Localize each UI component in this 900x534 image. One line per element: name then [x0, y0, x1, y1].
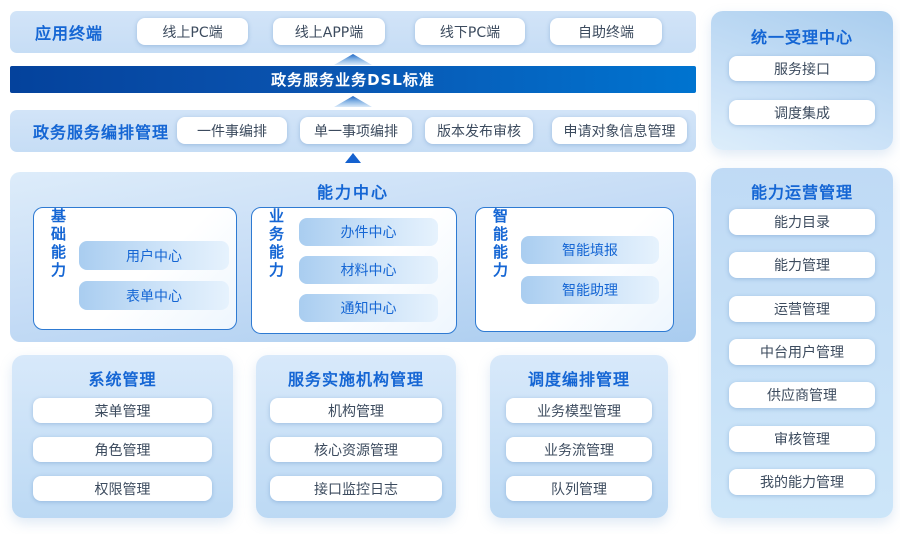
- service-org-title: 服务实施机构管理: [287, 370, 424, 389]
- node-business-flow-management: 业务流管理: [506, 437, 652, 462]
- node-interface-monitor-log: 接口监控日志: [270, 476, 442, 501]
- node-online-app: 线上APP端: [273, 18, 385, 45]
- dispatch-title: 调度编排管理: [527, 370, 630, 389]
- group-intelligent-capability-label: 智能能力: [491, 208, 509, 280]
- node-smart-filling: 智能填报: [521, 236, 659, 264]
- group-basic-capability-label: 基础能力: [49, 208, 67, 280]
- capability-operation-panel: 能力运营管理 能力目录 能力管理 运营管理 中台用户管理 供应商管理 审核管理 …: [711, 168, 893, 518]
- up-chevron-icon: [334, 96, 372, 107]
- node-dispatch-integration: 调度集成: [729, 100, 875, 125]
- node-org-management: 机构管理: [270, 398, 442, 423]
- node-smart-assistant: 智能助理: [521, 276, 659, 304]
- up-arrow-icon: [345, 153, 361, 163]
- terminal-bar: 应用终端 线上PC端 线上APP端 线下PC端 自助终端: [10, 11, 696, 53]
- system-management-panel: 系统管理 菜单管理 角色管理 权限管理: [12, 355, 233, 518]
- node-menu-management: 菜单管理: [33, 398, 212, 423]
- group-business-capability: 业务能力 办件中心 材料中心 通知中心: [251, 207, 457, 334]
- node-online-pc: 线上PC端: [137, 18, 248, 45]
- node-user-center: 用户中心: [79, 241, 229, 270]
- orchestration-bar-title: 政务服务编排管理: [33, 123, 170, 142]
- node-my-capability-management: 我的能力管理: [729, 469, 875, 495]
- service-org-panel: 服务实施机构管理 机构管理 核心资源管理 接口监控日志: [256, 355, 456, 518]
- node-operation-management: 运营管理: [729, 296, 875, 322]
- capability-center-title: 能力中心: [316, 183, 389, 202]
- up-chevron-icon: [334, 54, 372, 65]
- node-supplier-management: 供应商管理: [729, 382, 875, 408]
- node-capability-catalog: 能力目录: [729, 209, 875, 235]
- unified-acceptance-title: 统一受理中心: [750, 28, 853, 47]
- terminal-bar-title: 应用终端: [35, 24, 104, 43]
- node-role-management: 角色管理: [33, 437, 212, 462]
- node-notification-center: 通知中心: [299, 294, 438, 322]
- node-core-resource-management: 核心资源管理: [270, 437, 442, 462]
- node-version-release-review: 版本发布审核: [425, 117, 533, 144]
- capability-center-panel: 能力中心 基础能力 用户中心 表单中心 业务能力 办件中心 材料中心 通知中心 …: [10, 172, 696, 342]
- node-offline-pc: 线下PC端: [415, 18, 525, 45]
- node-queue-management: 队列管理: [506, 476, 652, 501]
- node-case-center: 办件中心: [299, 218, 438, 246]
- dsl-standard-banner: 政务服务业务DSL标准: [10, 66, 696, 93]
- node-permission-management: 权限管理: [33, 476, 212, 501]
- system-management-title: 系统管理: [88, 370, 157, 389]
- node-review-management: 审核管理: [729, 426, 875, 452]
- unified-acceptance-panel: 统一受理中心 服务接口 调度集成: [711, 11, 893, 150]
- node-material-center: 材料中心: [299, 256, 438, 284]
- dispatch-panel: 调度编排管理 业务模型管理 业务流管理 队列管理: [490, 355, 668, 518]
- node-platform-user-management: 中台用户管理: [729, 339, 875, 365]
- node-self-service-terminal: 自助终端: [550, 18, 662, 45]
- capability-operation-title: 能力运营管理: [750, 183, 853, 202]
- group-business-capability-label: 业务能力: [267, 208, 285, 280]
- group-intelligent-capability: 智能能力 智能填报 智能助理: [475, 207, 674, 332]
- node-form-center: 表单中心: [79, 281, 229, 310]
- node-applicant-info-management: 申请对象信息管理: [552, 117, 687, 144]
- node-service-interface: 服务接口: [729, 56, 875, 81]
- group-basic-capability: 基础能力 用户中心 表单中心: [33, 207, 237, 330]
- node-one-thing-orchestration: 一件事编排: [177, 117, 287, 144]
- node-capability-management: 能力管理: [729, 252, 875, 278]
- orchestration-bar: 政务服务编排管理 一件事编排 单一事项编排 版本发布审核 申请对象信息管理: [10, 110, 696, 152]
- node-business-model-management: 业务模型管理: [506, 398, 652, 423]
- node-single-item-orchestration: 单一事项编排: [300, 117, 412, 144]
